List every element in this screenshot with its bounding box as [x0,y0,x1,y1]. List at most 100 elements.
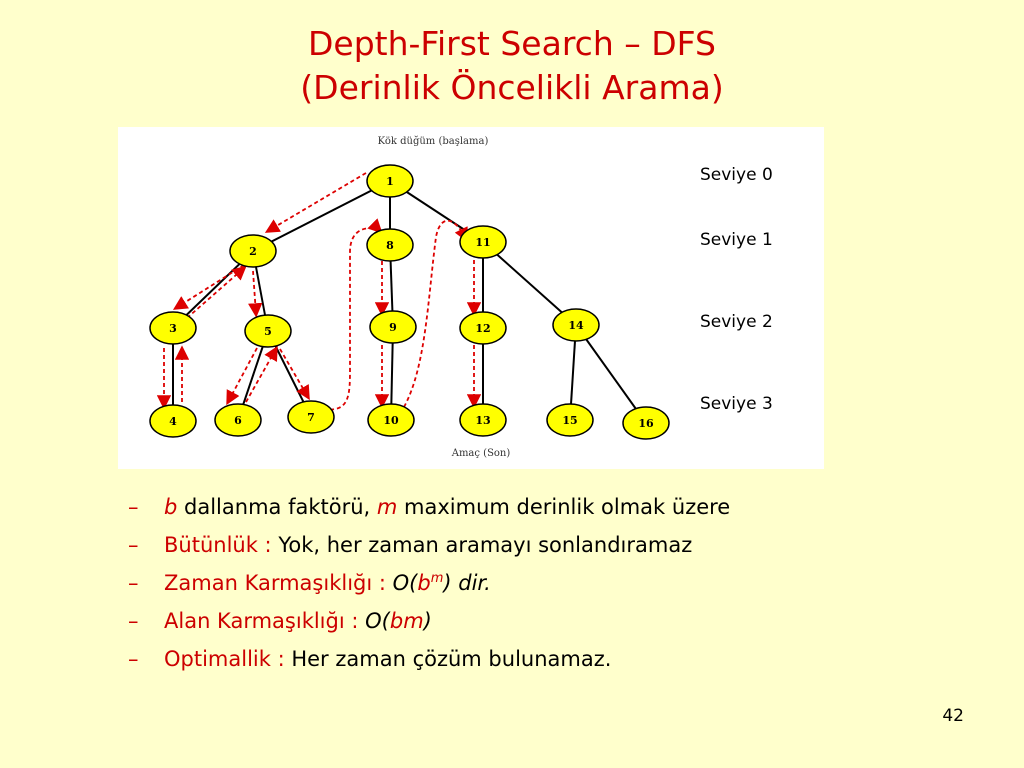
page-number: 42 [942,706,964,726]
node-ellipse [459,403,507,437]
bullet-time-complexity: – Zaman Karmaşıklığı : O(bm) dir. [128,564,730,602]
formula-exponent: m [430,571,444,586]
formula-part: O( [392,571,418,595]
formula-part: bm [389,609,424,633]
level-0-label: Seviye 0 [700,165,773,185]
node-ellipse [459,225,507,259]
node-ellipse [149,404,197,438]
root-label: Kök düğüm (başlama) [378,136,489,147]
bullet-text: dallanma faktörü, [177,495,377,519]
bullet-space-complexity: – Alan Karmaşıklığı : O(bm) [128,602,730,640]
tree-node-15: 15 [546,403,594,437]
dfs-path-segment-10 [322,218,383,411]
tree-node-9: 9 [369,310,417,344]
tree-node-7: 7 [287,400,335,434]
bullet-optimality: – Optimallik : Her zaman çözüm bulunamaz. [128,640,730,678]
node-ellipse [366,164,414,198]
completeness-label: Bütünlük : [164,533,279,557]
node-label: 11 [475,236,490,249]
level-3-label: Seviye 3 [700,394,773,414]
tree-node-6: 6 [214,403,262,437]
bullet-list: – b dallanma faktörü, m maximum derinlik … [128,488,730,678]
time-complexity-label: Zaman Karmaşıklığı : [164,571,393,595]
level-1-label: Seviye 1 [700,230,773,250]
node-label: 8 [386,239,394,252]
completeness-text: Yok, her zaman aramayı sonlandıramaz [278,533,693,557]
tree-node-13: 13 [459,403,507,437]
dfs-path-segment-9 [279,348,310,401]
dfs-path-segment-5 [186,265,247,319]
goal-label: Amaç (Son) [451,448,511,459]
tree-node-4: 4 [149,404,197,438]
node-ellipse [552,308,600,342]
dfs-path-segment-8 [245,345,278,403]
dfs-path-segment-1 [264,172,367,233]
tree-node-16: 16 [622,406,670,440]
bullet-dash: – [128,571,139,595]
tree-node-11: 11 [459,225,507,259]
dfs-path-segment-7 [226,347,258,406]
dfs-path-segment-13 [403,219,468,408]
node-label: 13 [475,414,490,427]
node-label: 5 [264,325,272,338]
bullet-text: maximum derinlik olmak üzere [397,495,731,519]
node-label: 9 [389,321,397,334]
var-b: b [164,495,178,519]
formula-part: ) [423,609,432,633]
bullet-dash: – [128,609,139,633]
node-label: 2 [249,245,257,258]
node-ellipse [366,228,414,262]
node-label: 12 [475,322,490,335]
bullet-branching-factor: – b dallanma faktörü, m maximum derinlik … [128,488,730,526]
bullet-completeness: – Bütünlük : Yok, her zaman aramayı sonla… [128,526,730,564]
node-label: 16 [638,417,654,430]
tree-node-8: 8 [366,228,414,262]
tree-edge-11-14 [482,241,577,326]
optimality-text: Her zaman çözüm bulunamaz. [291,647,612,671]
node-ellipse [369,310,417,344]
node-label: 1 [386,175,394,188]
level-2-label: Seviye 2 [700,312,773,332]
node-label: 10 [383,414,399,427]
tree-node-5: 5 [244,314,292,348]
node-ellipse [229,234,277,268]
tree-edge-14-16 [575,324,647,424]
formula-part: b [417,571,431,595]
tree-edges [172,180,647,424]
node-ellipse [244,314,292,348]
tree-node-12: 12 [459,311,507,345]
dfs-path-segment-6 [248,270,263,318]
node-ellipse [149,311,197,345]
node-label: 7 [307,411,315,424]
tree-node-14: 14 [552,308,600,342]
formula-part: ) dir. [443,571,491,595]
node-label: 3 [169,322,177,335]
bullet-dash: – [128,495,139,519]
bullet-dash: – [128,647,139,671]
node-ellipse [214,403,262,437]
node-ellipse [367,403,415,437]
tree-edge-1-2 [252,180,391,252]
bullet-dash: – [128,533,139,557]
space-complexity-label: Alan Karmaşıklığı : [164,609,366,633]
node-ellipse [459,311,507,345]
slide-title: Depth-First Search – DFS (Derinlik Öncel… [0,22,1024,110]
dfs-traversal-path [156,172,482,411]
node-label: 6 [234,414,242,427]
optimality-label: Optimallik : [164,647,292,671]
tree-node-1: 1 [366,164,414,198]
var-m: m [376,495,398,519]
node-ellipse [622,406,670,440]
node-label: 15 [562,414,577,427]
node-ellipse [287,400,335,434]
title-line-2: (Derinlik Öncelikli Arama) [300,68,724,107]
tree-node-2: 2 [229,234,277,268]
tree-node-3: 3 [149,311,197,345]
formula-part: O( [365,609,390,633]
title-line-1: Depth-First Search – DFS [308,24,716,63]
node-ellipse [546,403,594,437]
node-label: 4 [169,415,177,428]
